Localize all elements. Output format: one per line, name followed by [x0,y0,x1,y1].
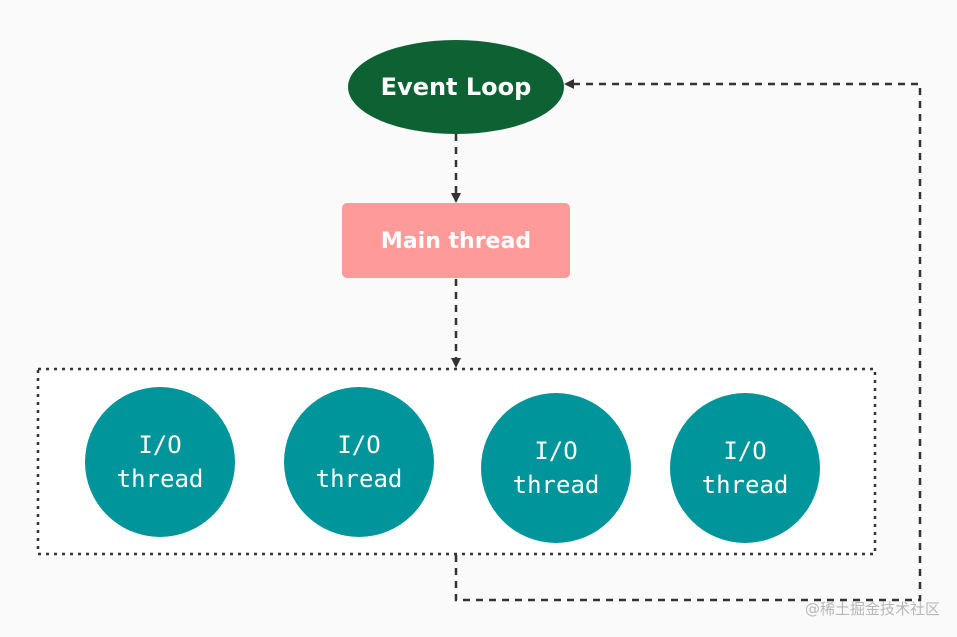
io-thread-shape [284,387,434,537]
io-thread-label-line1: I/O [723,437,766,465]
main-thread-label: Main thread [381,229,531,254]
io-thread-label-line1: I/O [138,431,181,459]
arrow-io-pool-back-to-event-loop [454,79,922,602]
io-thread-shape [670,393,820,543]
main-thread-shape [342,203,570,278]
io-thread-label-line2: thread [702,471,789,499]
event-loop-label: Event Loop [381,73,532,101]
io-thread-label-line1: I/O [337,431,380,459]
io-thread-node: I/O thread [85,387,235,537]
io-thread-shape [85,387,235,537]
io-thread-label-line2: thread [513,471,600,499]
io-thread-label-line2: thread [316,465,403,493]
event-loop-node: Event Loop [348,40,564,134]
io-thread-node: I/O thread [481,393,631,543]
io-thread-node: I/O thread [670,393,820,543]
watermark-text: @稀土掘金技术社区 [805,600,940,618]
io-thread-label-line1: I/O [534,437,577,465]
event-loop-shape [348,40,564,134]
io-thread-label-line2: thread [117,465,204,493]
io-thread-shape [481,393,631,543]
main-thread-node: Main thread [342,203,570,278]
io-thread-node: I/O thread [284,387,434,537]
